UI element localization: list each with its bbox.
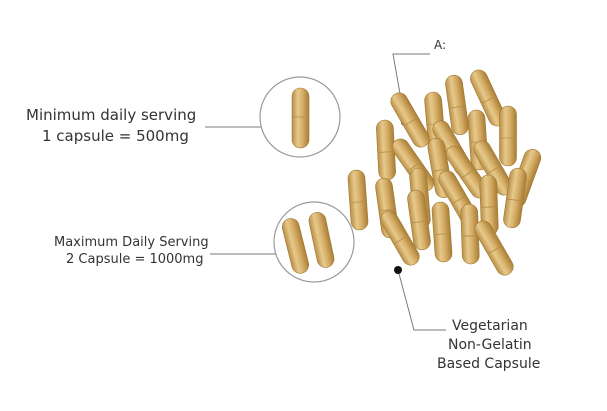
pile-capsule: [503, 167, 527, 229]
pile-capsule: [380, 210, 420, 266]
pile-capsule: [431, 201, 453, 263]
max-serving-dose: 2 Capsule = 1000mg: [66, 252, 204, 267]
pile-capsule: [474, 220, 514, 276]
pile-capsule: [407, 189, 431, 251]
capsule-pile: [347, 69, 542, 276]
min-serving-dose: 1 capsule = 500mg: [42, 127, 189, 145]
pile-capsule: [499, 105, 517, 167]
pile-capsule: [390, 92, 430, 148]
capsule-type-line-1: Vegetarian: [452, 318, 528, 334]
top-callout-label: A:: [434, 38, 447, 52]
bottom-callout-dot: [394, 266, 402, 274]
bottom-callout-line: [397, 269, 446, 331]
pile-capsule: [347, 169, 369, 231]
min-serving-title: Minimum daily serving: [26, 106, 197, 124]
max-capsules: [281, 212, 335, 274]
capsule-type-line-3: Based Capsule: [437, 356, 541, 372]
min-capsule: [291, 87, 310, 149]
max-serving-title: Maximum Daily Serving: [54, 235, 209, 250]
pile-capsule: [445, 74, 469, 136]
capsule-type-line-2: Non-Gelatin: [448, 337, 532, 353]
